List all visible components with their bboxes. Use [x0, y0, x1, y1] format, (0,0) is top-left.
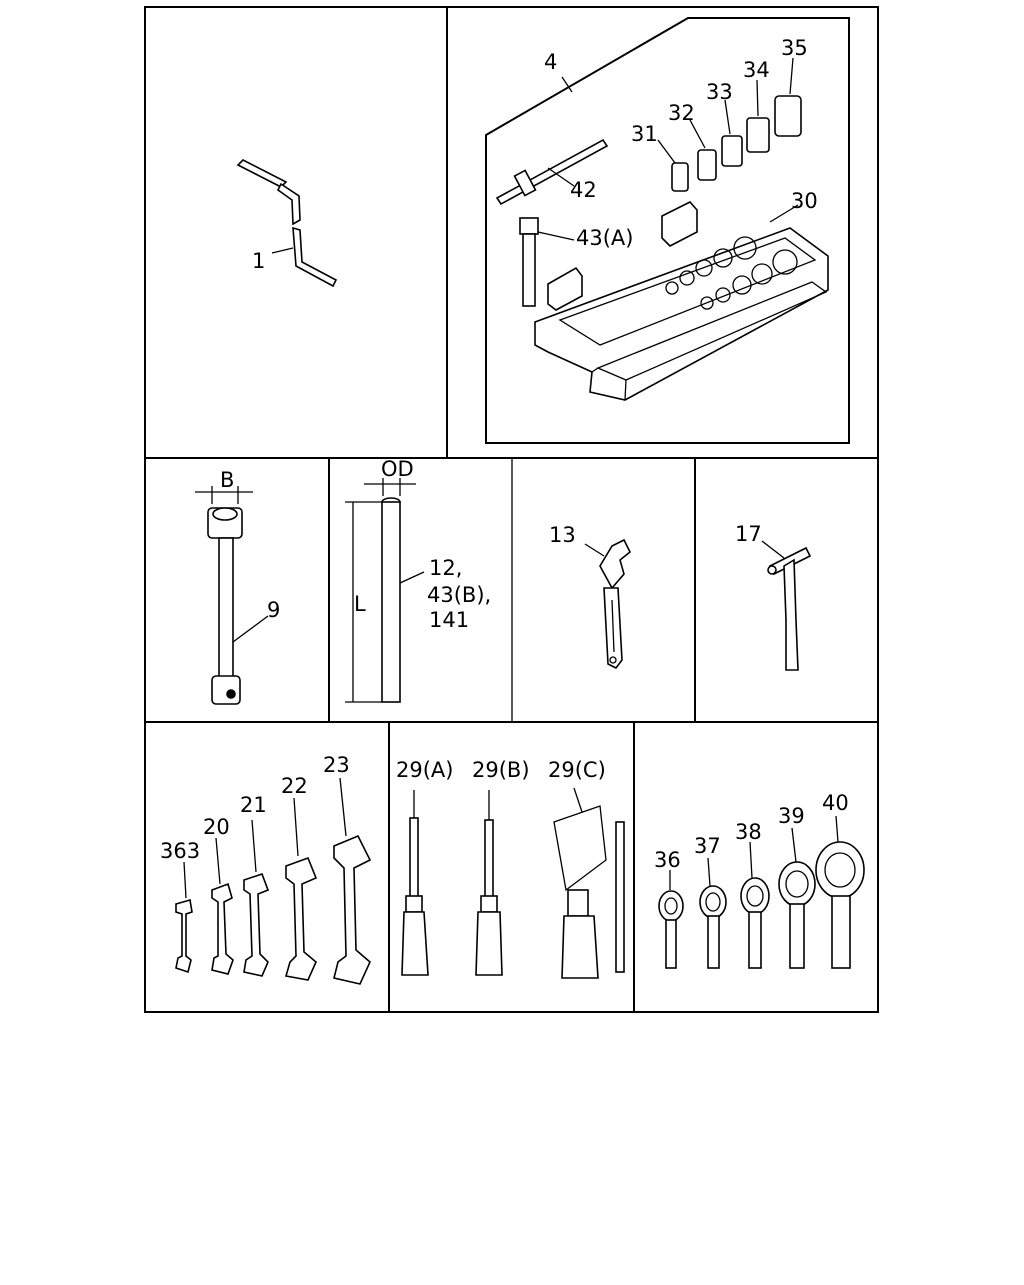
crank-handle-part-1 — [236, 159, 338, 288]
label-part-9: 9 — [267, 598, 280, 622]
label-dimension-od: OD — [381, 457, 414, 481]
label-part-20: 20 — [203, 815, 230, 839]
label-part-29a: 29(A) — [396, 758, 453, 782]
label-part-13: 13 — [549, 523, 576, 547]
label-part-29c: 29(C) — [548, 758, 606, 782]
box-end-wrenches — [658, 815, 865, 969]
label-part-43b: 43(B), — [427, 583, 491, 607]
label-part-40: 40 — [822, 791, 849, 815]
socket-set-part-4 — [485, 17, 850, 444]
label-part-29b: 29(B) — [472, 758, 530, 782]
hammer-part-17 — [761, 540, 812, 671]
label-part-141: 141 — [429, 608, 469, 632]
label-part-12: 12, — [429, 556, 462, 580]
label-part-34: 34 — [743, 58, 770, 82]
open-end-wrenches — [175, 777, 372, 985]
label-dimension-b: B — [220, 468, 234, 492]
label-part-35: 35 — [781, 36, 808, 60]
label-part-31: 31 — [631, 122, 658, 146]
label-part-42: 42 — [570, 178, 597, 202]
label-part-4: 4 — [544, 50, 557, 74]
label-part-37: 37 — [694, 834, 721, 858]
label-dimension-l: L — [354, 592, 366, 616]
screwdrivers-part-29 — [401, 787, 625, 979]
adjustable-wrench-part-13 — [584, 538, 632, 670]
label-part-21: 21 — [240, 793, 267, 817]
label-part-33: 33 — [706, 80, 733, 104]
panel-grid — [144, 6, 879, 1013]
label-part-1: 1 — [252, 249, 265, 273]
box-wrench-part-9 — [195, 486, 269, 705]
label-part-36: 36 — [654, 848, 681, 872]
label-part-363: 363 — [160, 839, 200, 863]
label-part-38: 38 — [735, 820, 762, 844]
label-part-32: 32 — [668, 101, 695, 125]
label-part-43a: 43(A) — [576, 226, 633, 250]
label-part-22: 22 — [281, 774, 308, 798]
label-part-30: 30 — [791, 189, 818, 213]
label-part-17: 17 — [735, 522, 762, 546]
bar-part-12 — [345, 478, 425, 703]
label-part-23: 23 — [323, 753, 350, 777]
label-part-39: 39 — [778, 804, 805, 828]
